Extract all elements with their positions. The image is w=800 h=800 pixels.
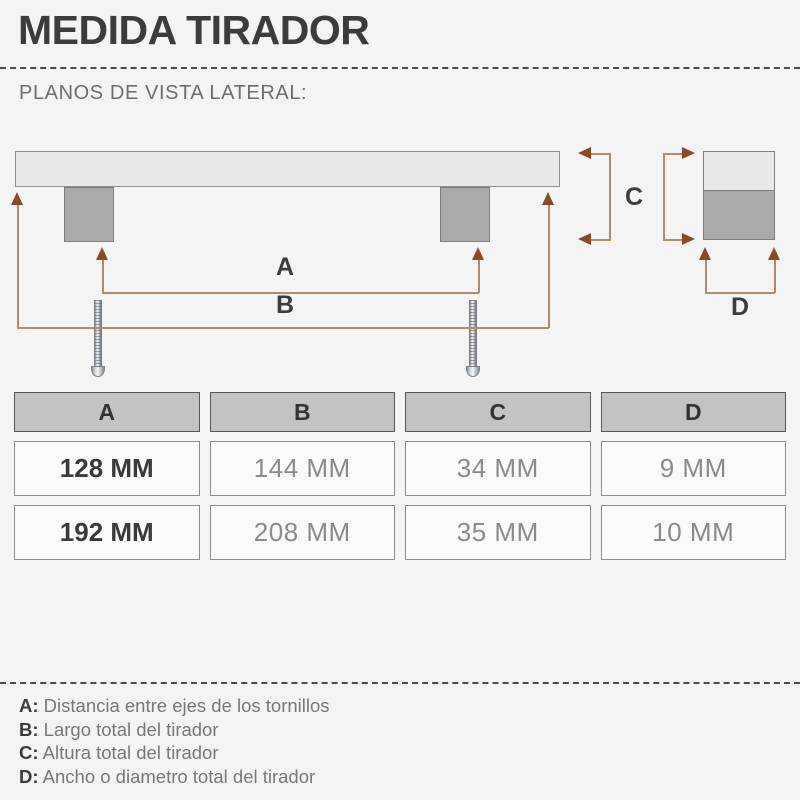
spec-cell-d-row2: 10 MM	[600, 505, 786, 560]
spec-cell-c-row1: 34 MM	[405, 441, 591, 496]
dimension-a-arrow-left-icon	[96, 247, 108, 260]
legend-key-b: B:	[19, 718, 39, 740]
specification-table: A 128 MM 192 MM B 144 MM 208 MM C 34 MM …	[14, 392, 786, 560]
spec-column-b: B 144 MM 208 MM	[209, 392, 395, 560]
dimension-d-baseline	[705, 292, 775, 294]
legend: A: Distancia entre ejes de los tornillos…	[19, 694, 330, 788]
dimension-b-riser-left	[17, 205, 19, 328]
legend-text-b: Largo total del tirador	[43, 718, 219, 740]
dimension-d-arrow-top-icon	[682, 147, 695, 159]
legend-key-a: A:	[19, 695, 39, 716]
dimension-d-arm-bottom	[663, 239, 683, 241]
legend-text-d: Ancho o diametro total del tirador	[42, 765, 316, 787]
dimension-b-label: B	[276, 291, 295, 319]
spec-header-b: B	[209, 392, 395, 432]
side-view-block-shape	[703, 151, 775, 240]
dimension-d-line-left	[663, 153, 665, 241]
screw-right-icon	[466, 300, 480, 384]
screw-left-icon	[91, 300, 105, 384]
spec-column-a: A 128 MM 192 MM	[14, 392, 200, 560]
screw-head	[91, 366, 105, 377]
dimension-a-label: A	[276, 253, 295, 281]
dimension-c-arm-bottom	[590, 239, 610, 241]
legend-key-d: D:	[19, 765, 39, 787]
spec-column-d: D 9 MM 10 MM	[600, 392, 786, 560]
legend-text-c: Altura total del tirador	[42, 742, 219, 763]
spec-cell-a-row1: 128 MM	[14, 441, 200, 496]
spec-column-c: C 34 MM 35 MM	[405, 392, 591, 560]
dimension-d-riser-right	[774, 260, 776, 293]
dimension-b-arrow-right-icon	[542, 192, 554, 205]
dimension-c-arm-top	[590, 153, 610, 155]
dimension-b-arrow-left-icon	[11, 192, 23, 205]
dimension-c-label: C	[625, 183, 644, 211]
page-subtitle: PLANOS DE VISTA LATERAL:	[19, 82, 308, 104]
side-view-bottom-section	[704, 190, 774, 239]
side-view-top-section	[704, 152, 774, 190]
page-title: MEDIDA TIRADOR	[18, 7, 370, 53]
divider-bottom	[0, 682, 800, 684]
handle-leg-right-shape	[440, 187, 490, 242]
spec-cell-b-row1: 144 MM	[209, 441, 395, 496]
spec-header-a: A	[14, 392, 200, 432]
legend-text-a: Distancia entre ejes de los tornillos	[43, 695, 330, 716]
spec-cell-b-row2: 208 MM	[209, 505, 395, 560]
dimension-a-line	[102, 292, 479, 294]
screw-shaft	[469, 300, 477, 368]
spec-header-d: D	[600, 392, 786, 432]
spec-header-c: C	[405, 392, 591, 432]
dimension-c-line	[609, 153, 611, 241]
spec-cell-c-row2: 35 MM	[405, 505, 591, 560]
screw-head	[466, 366, 480, 377]
dimension-d-arrow-bottom-icon	[682, 233, 695, 245]
dimension-b-riser-right	[548, 205, 550, 328]
dimension-a-riser-left	[102, 260, 104, 293]
dimension-b-line	[17, 327, 549, 329]
legend-row-d: D: Ancho o diametro total del tirador	[19, 765, 330, 789]
spec-cell-a-row2: 192 MM	[14, 505, 200, 560]
spec-cell-d-row1: 9 MM	[600, 441, 786, 496]
legend-row-a: A: Distancia entre ejes de los tornillos	[19, 694, 330, 718]
handle-leg-left-shape	[64, 187, 114, 242]
dimension-d-arrow-right-icon	[768, 247, 780, 260]
screw-shaft	[94, 300, 102, 368]
dimension-a-arrow-right-icon	[472, 247, 484, 260]
dimension-c-arrow-bottom-icon	[578, 233, 591, 245]
dimension-d-riser-left	[705, 260, 707, 293]
divider-top	[0, 67, 800, 69]
dimension-d-arm-top	[663, 153, 683, 155]
dimension-a-riser-right	[478, 260, 480, 293]
legend-row-b: B: Largo total del tirador	[19, 718, 330, 742]
legend-row-c: C: Altura total del tirador	[19, 741, 330, 765]
dimension-c-arrow-top-icon	[578, 147, 591, 159]
legend-key-c: C:	[19, 742, 39, 763]
dimension-d-arrow-left-icon	[699, 247, 711, 260]
dimension-d-label: D	[731, 293, 750, 321]
handle-bar-shape	[15, 151, 560, 187]
